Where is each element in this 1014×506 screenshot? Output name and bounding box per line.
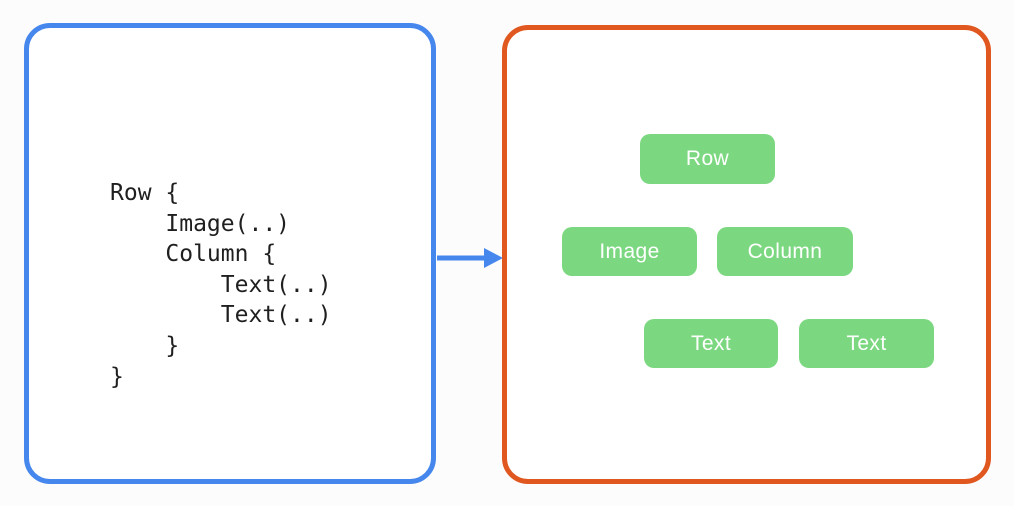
- tree-node-text-2: Text: [799, 319, 934, 368]
- right-arrow-icon: [437, 248, 503, 268]
- code-line: Text(..): [110, 271, 332, 298]
- code-line: }: [110, 332, 180, 359]
- tree-node-column: Column: [717, 227, 853, 276]
- tree-node-row: Row: [640, 134, 775, 184]
- code-line: }: [110, 363, 124, 390]
- code-panel: Row { Image(..) Column { Text(..) Text(.…: [24, 23, 436, 484]
- code-block: Row { Image(..) Column { Text(..) Text(.…: [110, 178, 332, 453]
- code-line: Column {: [110, 241, 277, 268]
- tree-node-text-1: Text: [644, 319, 778, 368]
- tree-node-image: Image: [562, 227, 697, 276]
- code-line: Image(..): [110, 210, 291, 237]
- code-line: Row {: [110, 180, 180, 206]
- code-line: Text(..): [110, 302, 332, 329]
